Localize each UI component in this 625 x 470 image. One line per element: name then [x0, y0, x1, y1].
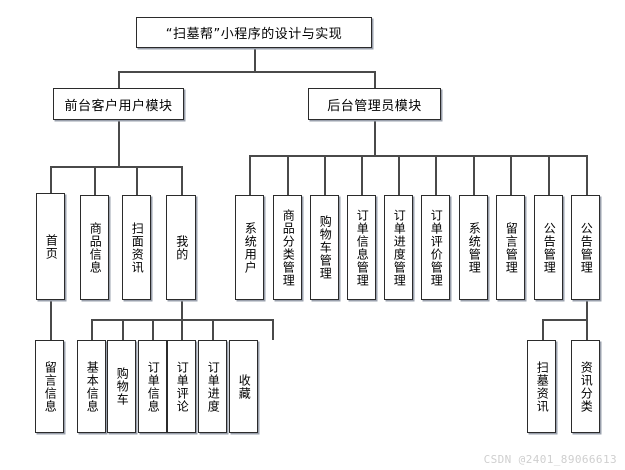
node-product-info[interactable]: 商品信息	[80, 195, 109, 300]
node-shopping-cart[interactable]: 购物车	[107, 340, 136, 433]
node-sweep-news[interactable]: 扫面资讯	[122, 195, 151, 300]
connector-l3r-2	[324, 155, 326, 195]
connector-l4l-5	[212, 319, 214, 340]
node-order-info[interactable]: 订单信息	[138, 340, 167, 433]
node-order-progress[interactable]: 订单进度	[198, 340, 227, 433]
connector-level3-right-bus	[249, 155, 586, 157]
connector-level2-left-down	[118, 71, 120, 88]
connector-l4l-6	[272, 319, 274, 340]
connector-l3l-0	[50, 166, 52, 193]
node-order-comment[interactable]: 订单评论	[167, 340, 196, 433]
node-notice-mgmt-2[interactable]: 公告管理	[571, 195, 600, 300]
connector-l3r-7	[510, 155, 512, 195]
connector-level2-right-down	[374, 71, 376, 88]
csdn-watermark: CSDN @2401_89066613	[483, 453, 617, 466]
connector-level3-left-bus	[50, 166, 182, 168]
connector-home-to-message	[50, 300, 52, 340]
node-backend-admin-module[interactable]: 后台管理员模块	[308, 88, 441, 120]
connector-mine-down	[181, 300, 183, 320]
node-news-category[interactable]: 资讯分类	[571, 340, 600, 433]
node-message-mgmt[interactable]: 留言管理	[496, 195, 525, 300]
connector-l4r-0	[542, 319, 544, 340]
connector-l3r-3	[361, 155, 363, 195]
node-root-title[interactable]: “扫墓帮”小程序的设计与实现	[136, 17, 372, 48]
node-mine[interactable]: 我的	[166, 195, 196, 300]
node-message-info[interactable]: 留言信息	[35, 340, 64, 433]
connector-l4l-3	[152, 319, 154, 340]
connector-l3r-1	[287, 155, 289, 195]
connector-notice-down	[586, 300, 588, 320]
connector-l3l-3	[181, 166, 183, 195]
connector-l3r-4	[398, 155, 400, 195]
node-sweep-tomb-news[interactable]: 扫墓资讯	[527, 340, 556, 433]
connector-title-down	[254, 48, 256, 72]
connector-l4l-2	[122, 319, 124, 340]
node-order-progress-mgmt[interactable]: 订单进度管理	[384, 195, 413, 300]
connector-left-module-down	[118, 120, 120, 167]
connector-level4-right-bus	[542, 319, 587, 321]
connector-l4r-1	[586, 319, 588, 340]
node-system-mgmt[interactable]: 系统管理	[459, 195, 488, 300]
connector-l3l-2	[136, 166, 138, 195]
node-home[interactable]: 首页	[36, 193, 65, 300]
node-notice-mgmt-1[interactable]: 公告管理	[534, 195, 563, 300]
node-basic-info[interactable]: 基本信息	[77, 340, 106, 433]
connector-l4l-1	[91, 319, 93, 340]
connector-l3r-9	[586, 155, 588, 195]
connector-l3r-0	[249, 155, 251, 195]
node-product-category-mgmt[interactable]: 商品分类管理	[273, 195, 302, 300]
connector-level2-bus	[118, 71, 375, 73]
node-order-review-mgmt[interactable]: 订单评价管理	[421, 195, 450, 300]
node-favorites[interactable]: 收藏	[229, 340, 258, 433]
connector-l3r-5	[435, 155, 437, 195]
connector-l3l-1	[94, 166, 96, 195]
connector-l3r-6	[473, 155, 475, 195]
node-order-info-mgmt[interactable]: 订单信息管理	[347, 195, 376, 300]
connector-right-module-down	[374, 120, 376, 156]
connector-l4l-4	[181, 319, 183, 340]
node-frontend-user-module[interactable]: 前台客户用户模块	[53, 88, 184, 120]
node-cart-mgmt[interactable]: 购物车管理	[310, 195, 339, 300]
node-system-user[interactable]: 系统用户	[235, 195, 264, 300]
connector-l3r-8	[548, 155, 550, 195]
